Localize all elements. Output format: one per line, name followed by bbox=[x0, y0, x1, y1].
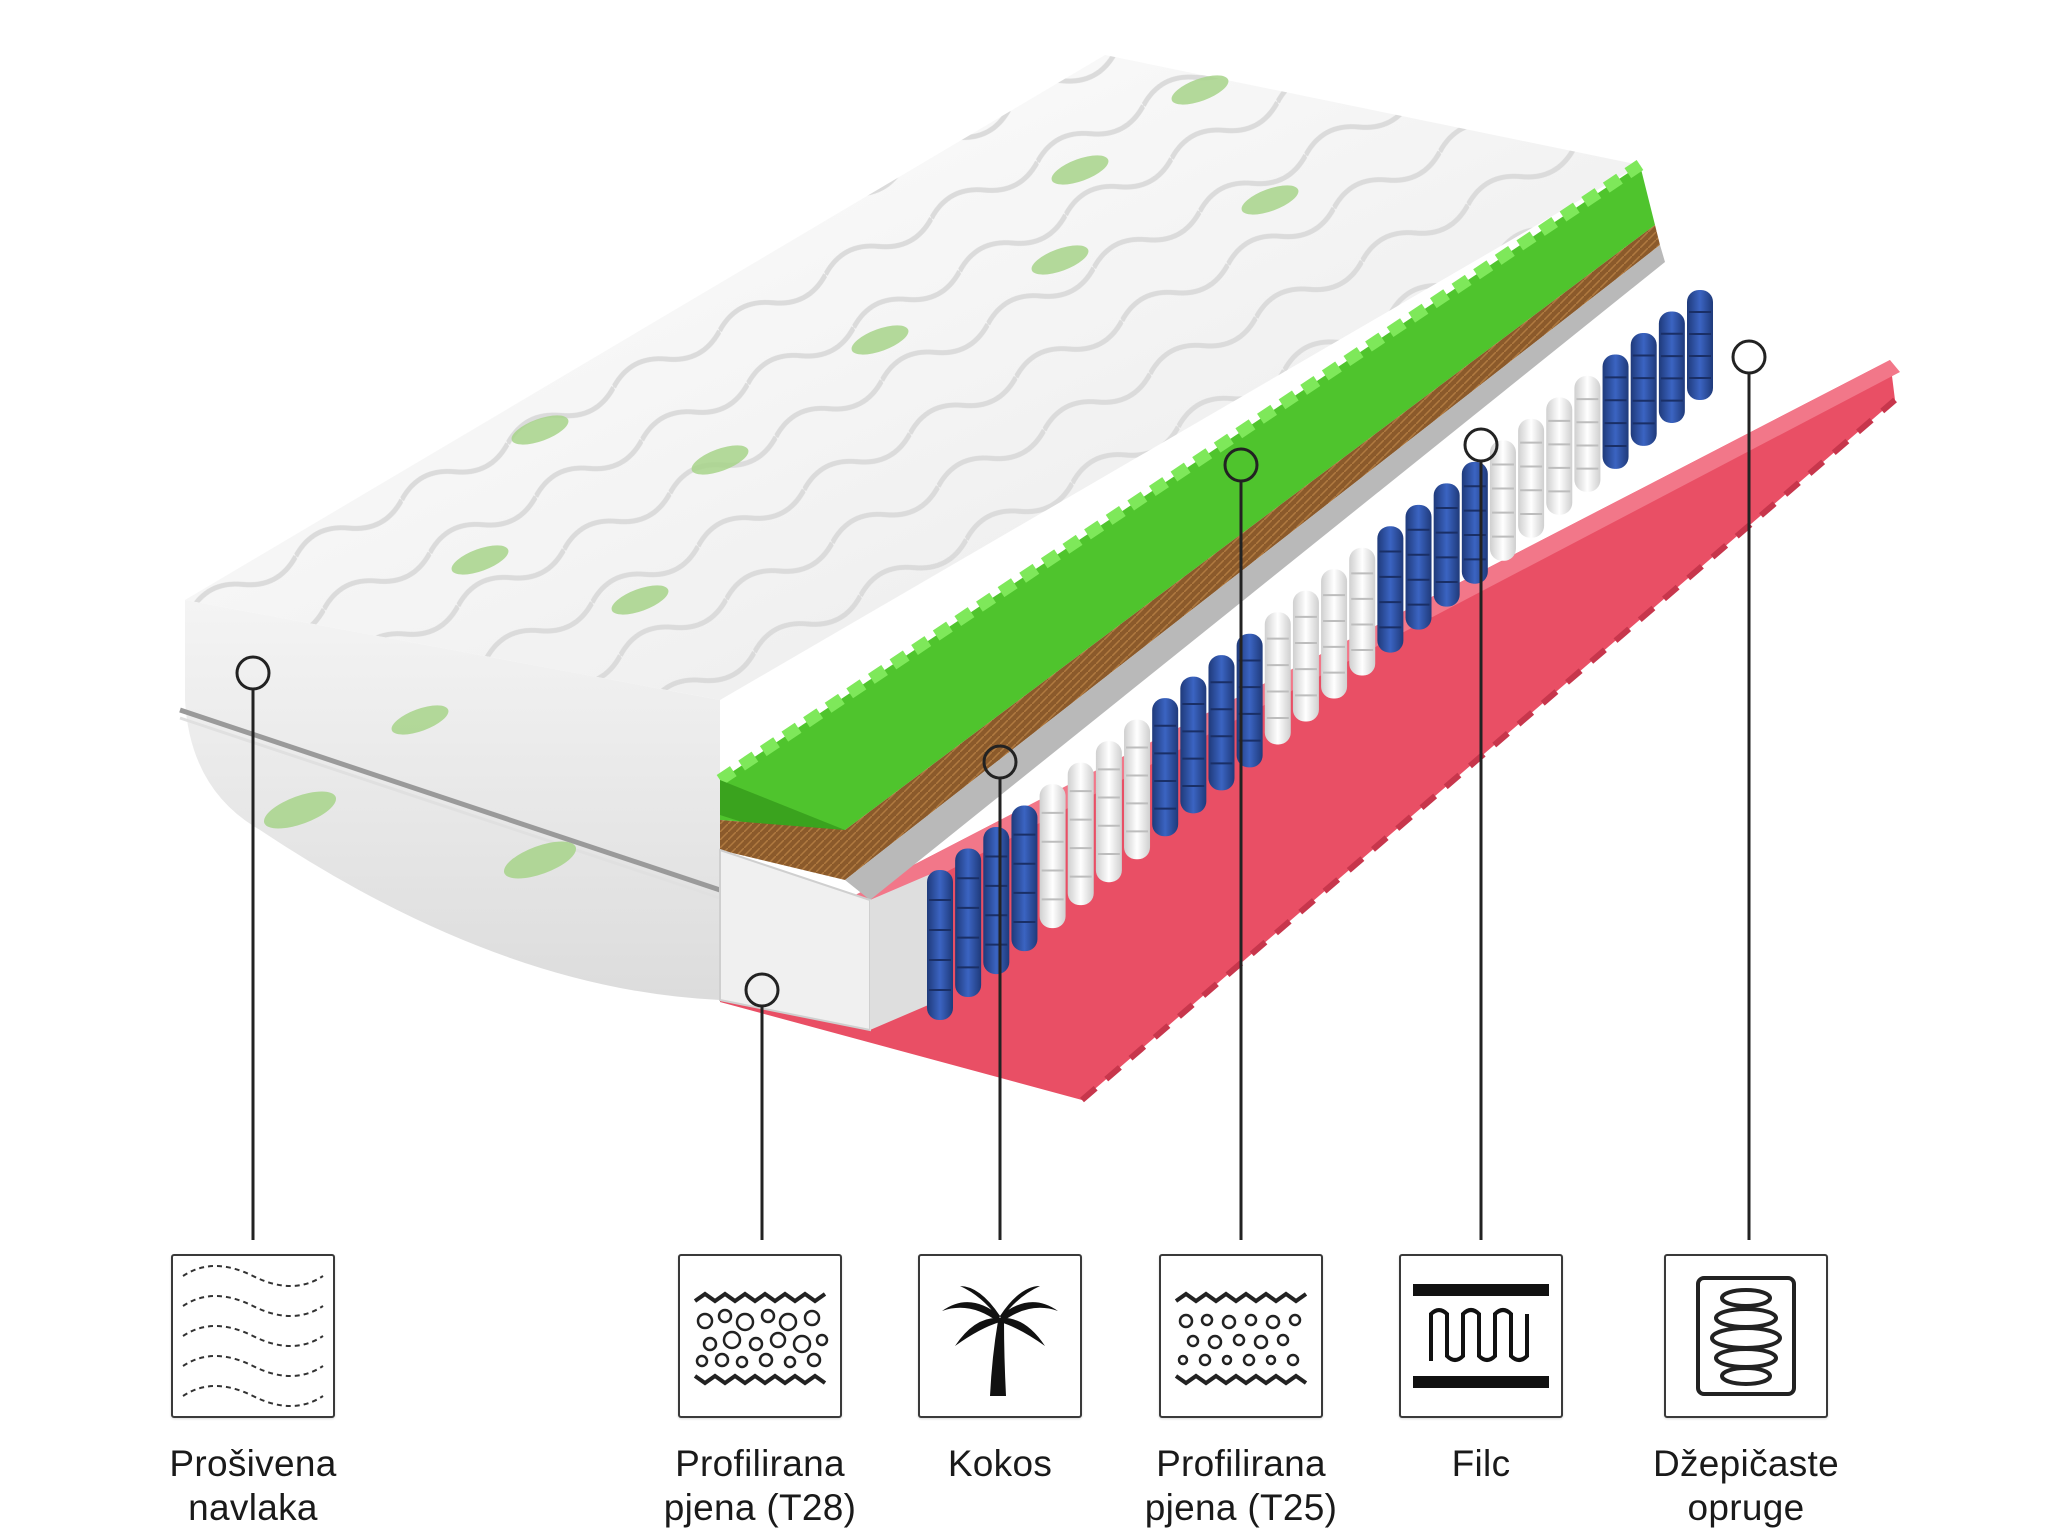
blue-spring bbox=[1180, 676, 1207, 814]
white-spring bbox=[1124, 719, 1151, 860]
white-spring bbox=[1067, 762, 1094, 906]
felt-icon bbox=[1399, 1254, 1563, 1418]
quilted-cover bbox=[179, 55, 1640, 1000]
white-spring bbox=[1546, 397, 1573, 515]
blue-spring bbox=[1152, 698, 1179, 837]
quilted-cover-icon bbox=[171, 1254, 335, 1418]
white-spring bbox=[1292, 590, 1319, 722]
blue-spring bbox=[927, 870, 953, 1020]
felt-layer bbox=[845, 245, 1665, 900]
blue-spring bbox=[955, 848, 982, 998]
blue-spring bbox=[1433, 483, 1460, 607]
blue-spring bbox=[983, 827, 1010, 975]
blue-spring bbox=[1602, 354, 1629, 469]
leader-lines bbox=[235, 339, 1767, 1240]
white-spring bbox=[1574, 375, 1601, 492]
blue-spring bbox=[1377, 526, 1404, 653]
label-filc: Filc bbox=[1451, 1443, 1511, 1484]
spring-icon bbox=[1664, 1254, 1828, 1418]
white-spring bbox=[1489, 440, 1516, 561]
foam-block-front bbox=[719, 848, 940, 1032]
blue-spring bbox=[1236, 633, 1263, 768]
white-spring bbox=[1349, 547, 1376, 676]
blue-spring bbox=[1687, 290, 1713, 400]
blue-spring bbox=[1461, 461, 1488, 584]
white-spring bbox=[1039, 784, 1066, 929]
blue-spring bbox=[1405, 504, 1432, 630]
blue-spring bbox=[1208, 655, 1235, 791]
white-spring bbox=[1518, 418, 1545, 538]
white-spring bbox=[1321, 569, 1348, 699]
blue-spring bbox=[1658, 311, 1685, 423]
white-spring bbox=[1095, 741, 1122, 883]
foam-icon bbox=[1159, 1254, 1323, 1418]
label-kokos: Kokos bbox=[947, 1443, 1053, 1484]
white-spring bbox=[1264, 612, 1291, 745]
blue-spring bbox=[1630, 332, 1657, 446]
blue-spring bbox=[1011, 805, 1038, 952]
foam-icon bbox=[678, 1254, 842, 1418]
palm-tree-icon bbox=[918, 1254, 1082, 1418]
